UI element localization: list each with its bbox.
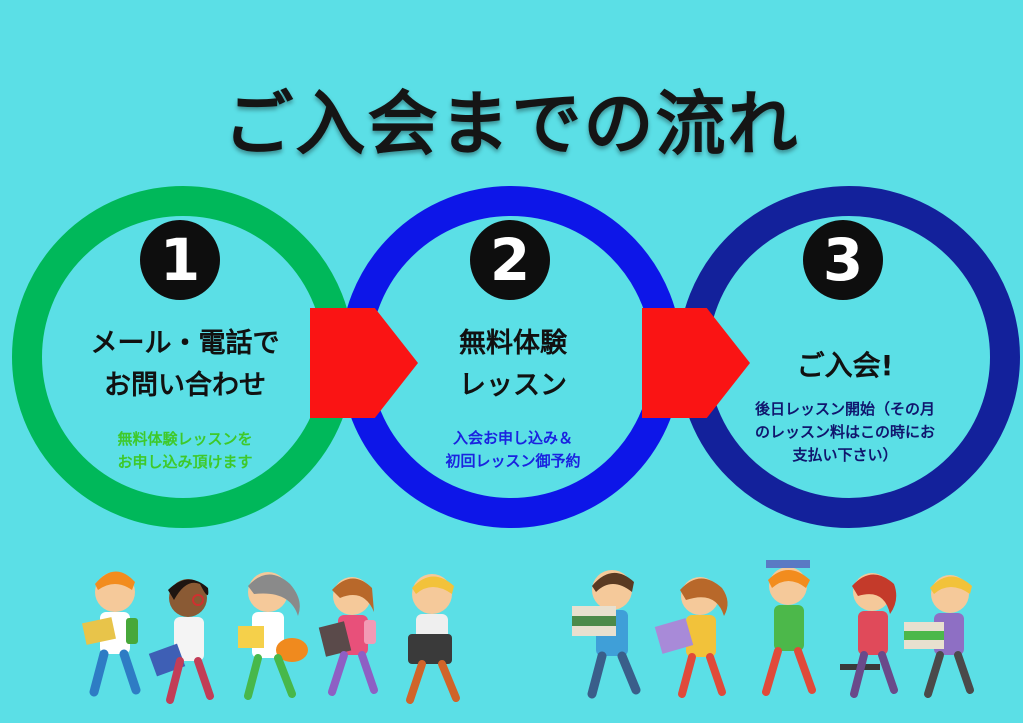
step-2-title-line: 無料体験 (459, 328, 567, 359)
step-2-title-line: レッスン (459, 370, 567, 401)
child-figure (654, 577, 728, 698)
step-3-desc-line: 支払い下さい） (792, 446, 898, 464)
step-1-desc-line: 無料体験レッスンを (117, 430, 253, 448)
step-3-desc-line: のレッスン料はこの時にお (754, 423, 935, 441)
step-2-number-badge: 2 (470, 220, 550, 300)
step-1-title: メール・電話で お問い合わせ (40, 323, 330, 407)
child-figure (318, 577, 378, 696)
child-figure (148, 579, 214, 704)
step-1-title-line: メール・電話で (90, 328, 280, 359)
page-title: ご入会までの流れ (223, 83, 800, 165)
child-figure (238, 572, 308, 700)
child-figure (82, 571, 141, 697)
step-2-description: 入会お申し込み＆ 初回レッスン御予約 (368, 427, 658, 473)
child-figure (762, 560, 816, 696)
step-3-description: 後日レッスン開始（その月 のレッスン料はこの時にお 支払い下さい） (700, 398, 990, 467)
step-3-desc-line: 後日レッスン開始（その月 (754, 400, 935, 418)
step-3-title: ご入会! (796, 349, 894, 382)
walking-children-illustration (572, 560, 974, 699)
step-1-number-badge: 1 (140, 220, 220, 300)
child-figure (572, 570, 641, 699)
step-2-desc-line: 入会お申し込み＆ (452, 429, 573, 447)
step-3-number-badge: 3 (803, 220, 883, 300)
step-1-desc-line: お申し込み頂けます (117, 453, 253, 471)
step-2-desc-line: 初回レッスン御予約 (445, 452, 581, 470)
step-1-title-line: お問い合わせ (104, 370, 266, 401)
child-figure (840, 573, 898, 698)
walking-children-illustration (82, 571, 460, 704)
step-2-title: 無料体験 レッスン (368, 323, 658, 407)
step-1-description: 無料体験レッスンを お申し込み頂けます (40, 428, 330, 474)
child-figure (406, 574, 460, 704)
child-figure (904, 575, 974, 698)
